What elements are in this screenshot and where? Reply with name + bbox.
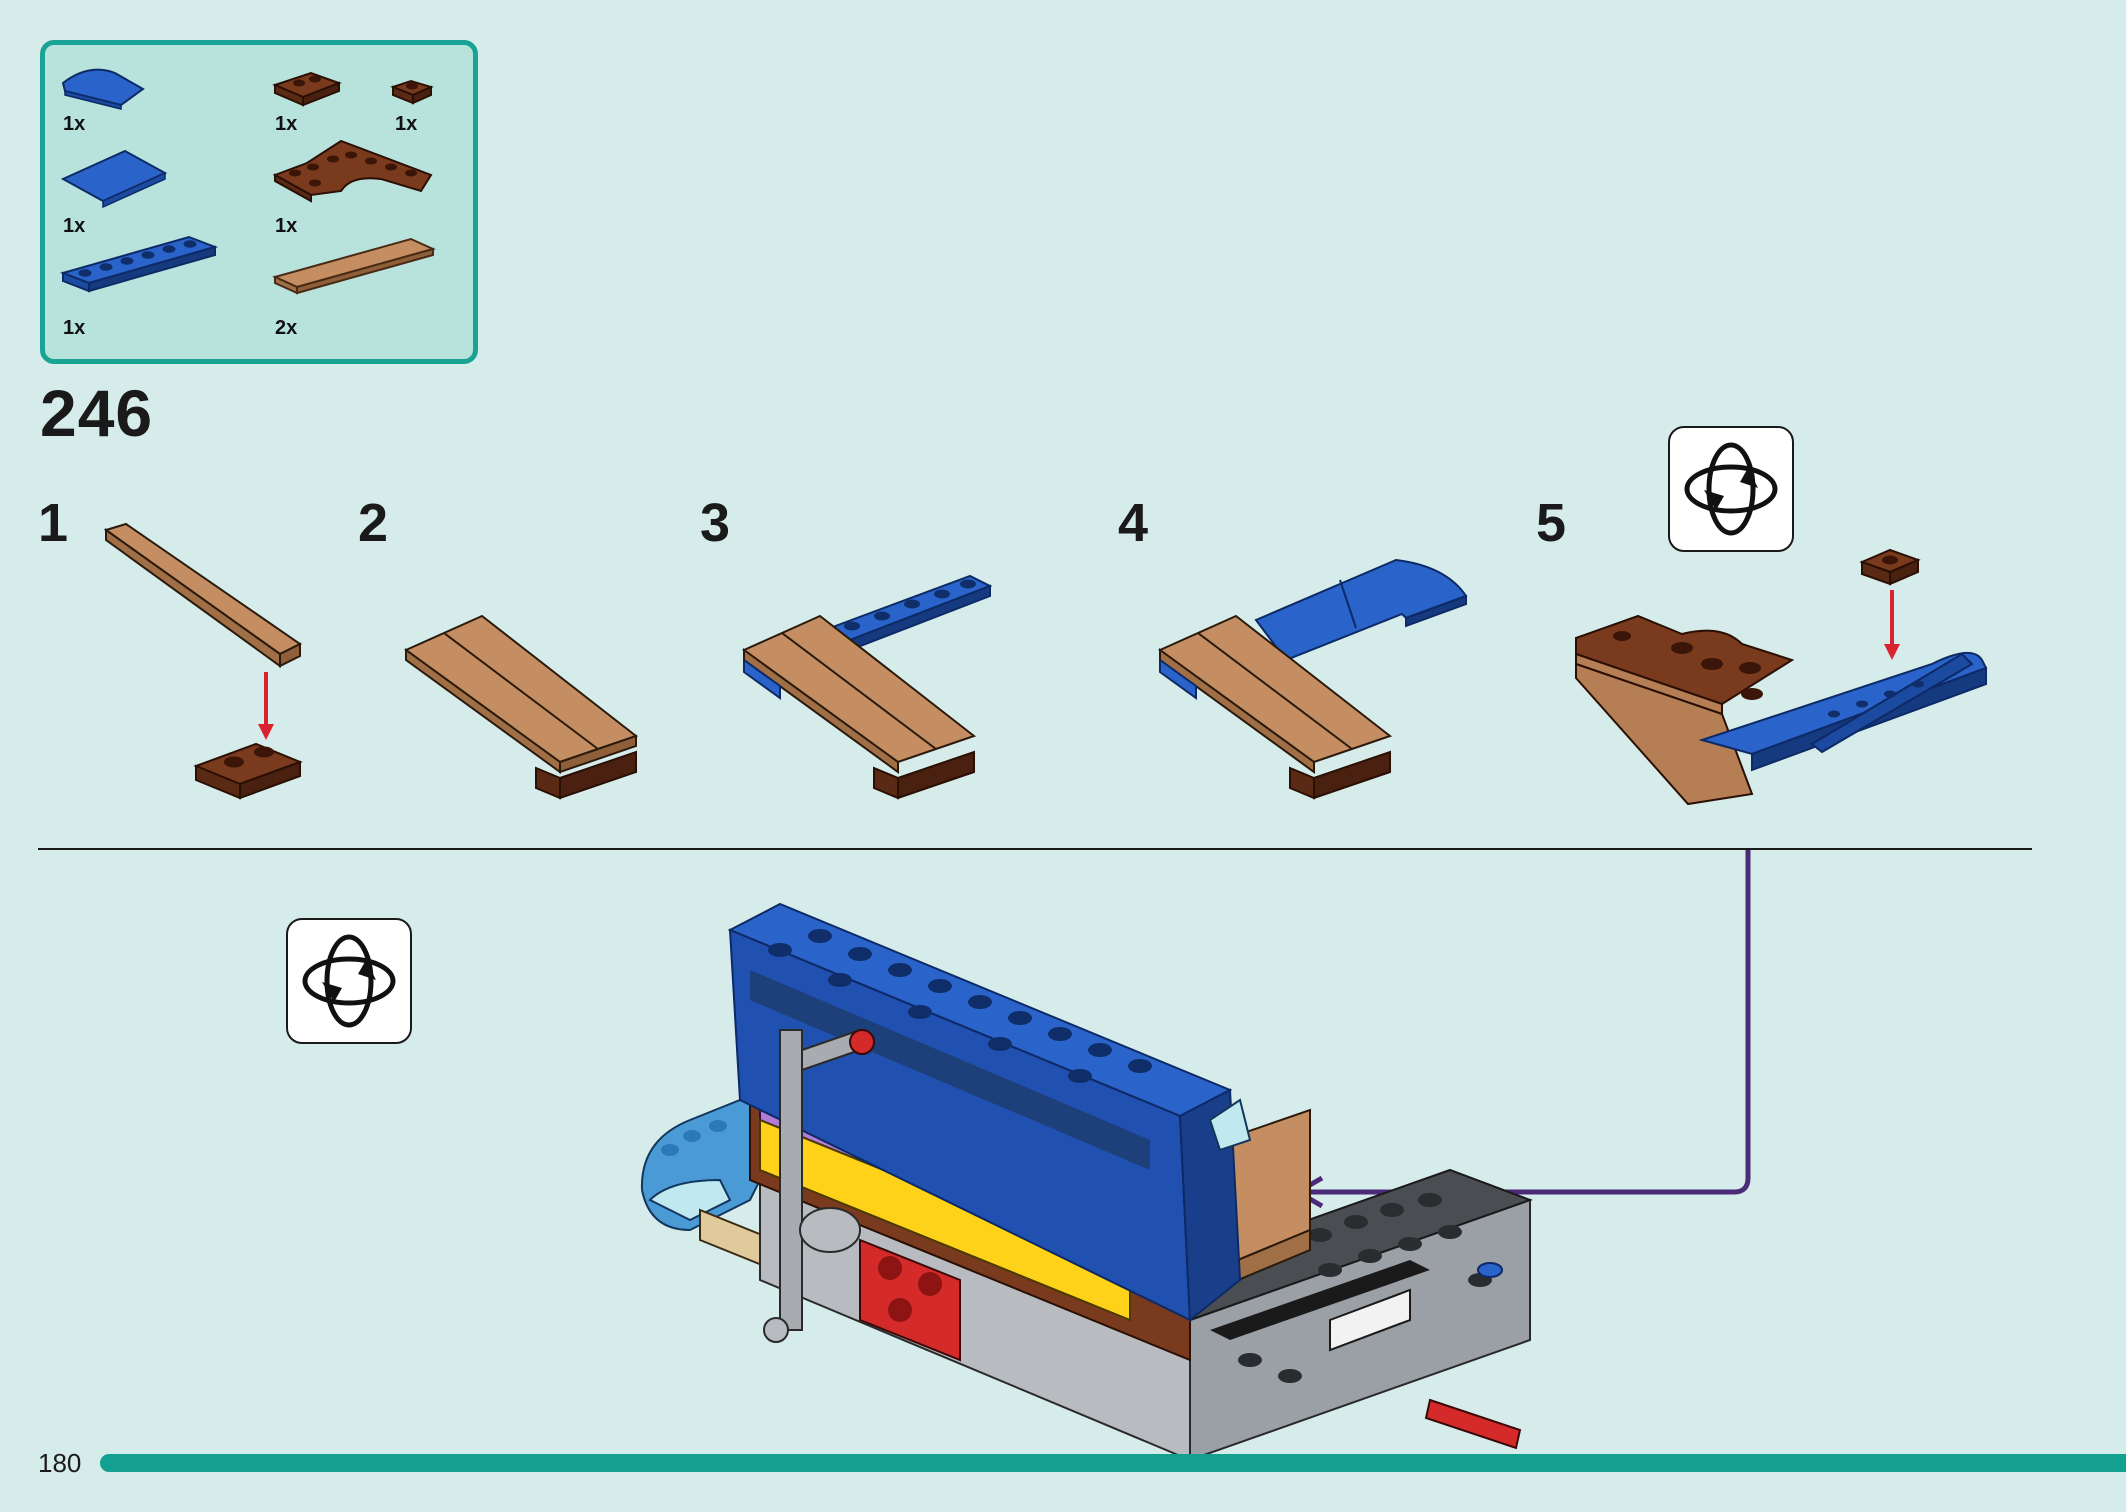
parts-qty: 1x <box>63 215 86 237</box>
substep-number: 3 <box>700 493 731 553</box>
blue-curved-slope-icon <box>61 68 145 110</box>
substep-5-illustration <box>1575 548 1988 806</box>
parts-qty: 1x <box>395 113 418 135</box>
main-model-illustration <box>640 902 1533 1462</box>
parts-qty: 1x <box>275 215 298 237</box>
substep-1-illustration <box>103 522 303 800</box>
progress-bar <box>100 1454 2126 1472</box>
substep-number: 5 <box>1536 493 1567 553</box>
blue-slope-tile-icon <box>60 149 168 209</box>
brown-plate-1x1-icon <box>390 79 434 105</box>
substep-number: 1 <box>38 493 69 553</box>
substep-3-illustration <box>742 574 993 800</box>
substep-4-illustration <box>1158 558 1468 800</box>
parts-qty: 1x <box>275 113 298 135</box>
blue-plate-1x6-icon <box>59 235 219 293</box>
parts-qty: 2x <box>275 317 298 339</box>
brown-plate-1x2-icon <box>272 71 342 107</box>
page-number: 180 <box>38 1448 82 1478</box>
section-divider <box>38 848 2032 850</box>
brown-wedge-plate-icon <box>272 139 433 203</box>
substep-2-illustration <box>404 614 639 800</box>
parts-qty: 1x <box>63 317 86 339</box>
rotate-model-icon <box>1668 426 1794 552</box>
tan-tile-1x6-icon <box>272 237 436 295</box>
step-number: 246 <box>40 376 154 450</box>
substep-number: 2 <box>358 493 389 553</box>
parts-qty: 1x <box>63 113 86 135</box>
substep-number: 4 <box>1118 493 1149 553</box>
rotate-model-icon <box>286 918 412 1044</box>
parts-callout: 1x 1x 1x 1x 1x <box>40 40 478 364</box>
